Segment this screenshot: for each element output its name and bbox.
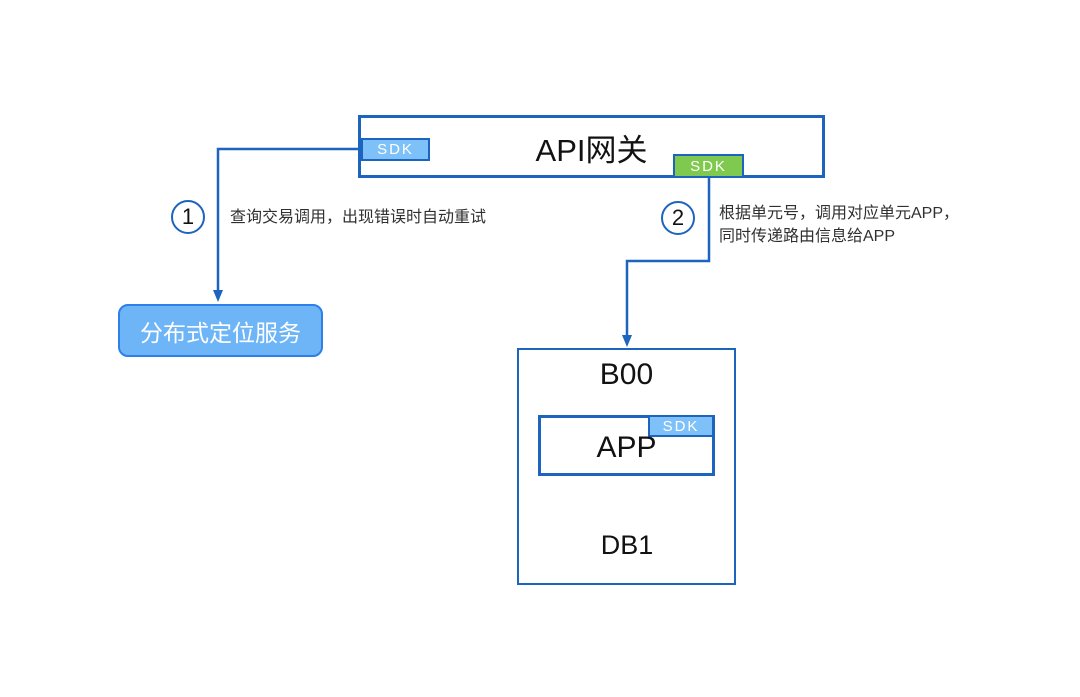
unit-b00-title: B00 bbox=[599, 358, 654, 391]
step1-number-badge: 1 bbox=[171, 200, 205, 234]
step2-number-badge: 2 bbox=[661, 201, 695, 235]
api-gateway-box bbox=[358, 115, 825, 178]
step2-description-line1: 根据单元号，调用对应单元APP， bbox=[719, 205, 960, 222]
gateway-sdk-left-tag: SDK bbox=[361, 138, 430, 161]
step1-description: 查询交易调用，出现错误时自动重试 bbox=[230, 209, 487, 226]
step2-description: 根据单元号，调用对应单元APP， 同时传递路由信息给APP bbox=[719, 202, 959, 248]
app-title: APP bbox=[596, 431, 657, 464]
connector-step1-arrow bbox=[213, 147, 361, 302]
gateway-sdk-right-tag: SDK bbox=[673, 154, 744, 178]
step2-description-line2: 同时传递路由信息给APP bbox=[719, 228, 896, 245]
api-gateway-title: API网关 bbox=[535, 132, 648, 168]
connector-step2-arrow bbox=[622, 178, 711, 347]
app-sdk-tag: SDK bbox=[648, 415, 714, 437]
distributed-location-service-box: 分布式定位服务 bbox=[118, 304, 323, 357]
db1-label: DB1 bbox=[600, 530, 654, 560]
